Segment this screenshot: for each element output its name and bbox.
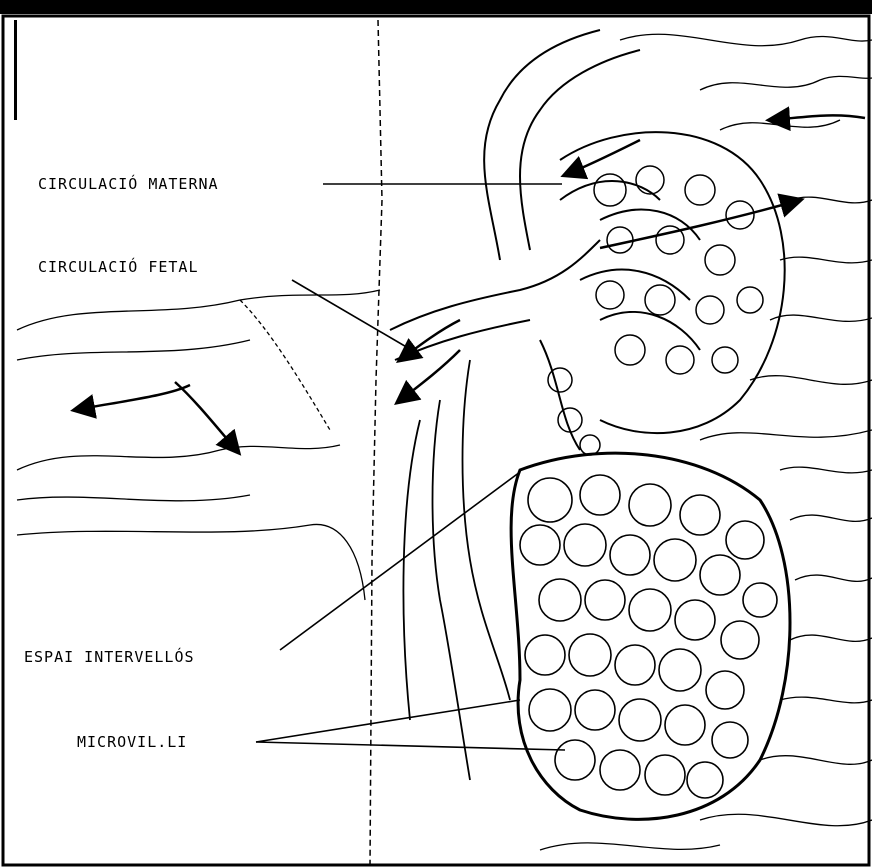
- villous-loops: [548, 166, 763, 455]
- leader-fetal: [292, 280, 415, 352]
- umbilical-arrow-1: [75, 385, 190, 410]
- maternal-inflow-arrow-2: [565, 140, 640, 175]
- maternal-outflow-arrow: [600, 200, 800, 248]
- left-inner-line: [14, 20, 17, 120]
- decidual-septum: [403, 360, 510, 780]
- label-microvilli: MICROVIL.LI: [75, 733, 189, 751]
- umbilical-arrow-2: [175, 382, 238, 452]
- top-border: [0, 0, 872, 14]
- fetal-tissue-lines: [17, 290, 380, 600]
- fetal-outflow-arrow-2: [398, 350, 460, 402]
- leader-microvilli-1: [256, 700, 520, 742]
- maternal-tissue-lines: [540, 34, 872, 850]
- leader-microvilli-2: [256, 742, 565, 750]
- flow-arrows: [75, 115, 865, 452]
- maternal-inflow-arrow: [770, 115, 865, 120]
- chorionic-stem: [390, 30, 640, 360]
- leader-intervillous: [280, 472, 520, 650]
- label-fetal-circulation: CIRCULACIÓ FETAL: [36, 258, 201, 276]
- label-maternal-circulation: CIRCULACIÓ MATERNA: [36, 175, 221, 193]
- uterine-wall-line: [370, 20, 382, 867]
- upper-cotyledon: [540, 132, 785, 450]
- label-intervillous-space: ESPAI INTERVELLÓS: [22, 648, 197, 666]
